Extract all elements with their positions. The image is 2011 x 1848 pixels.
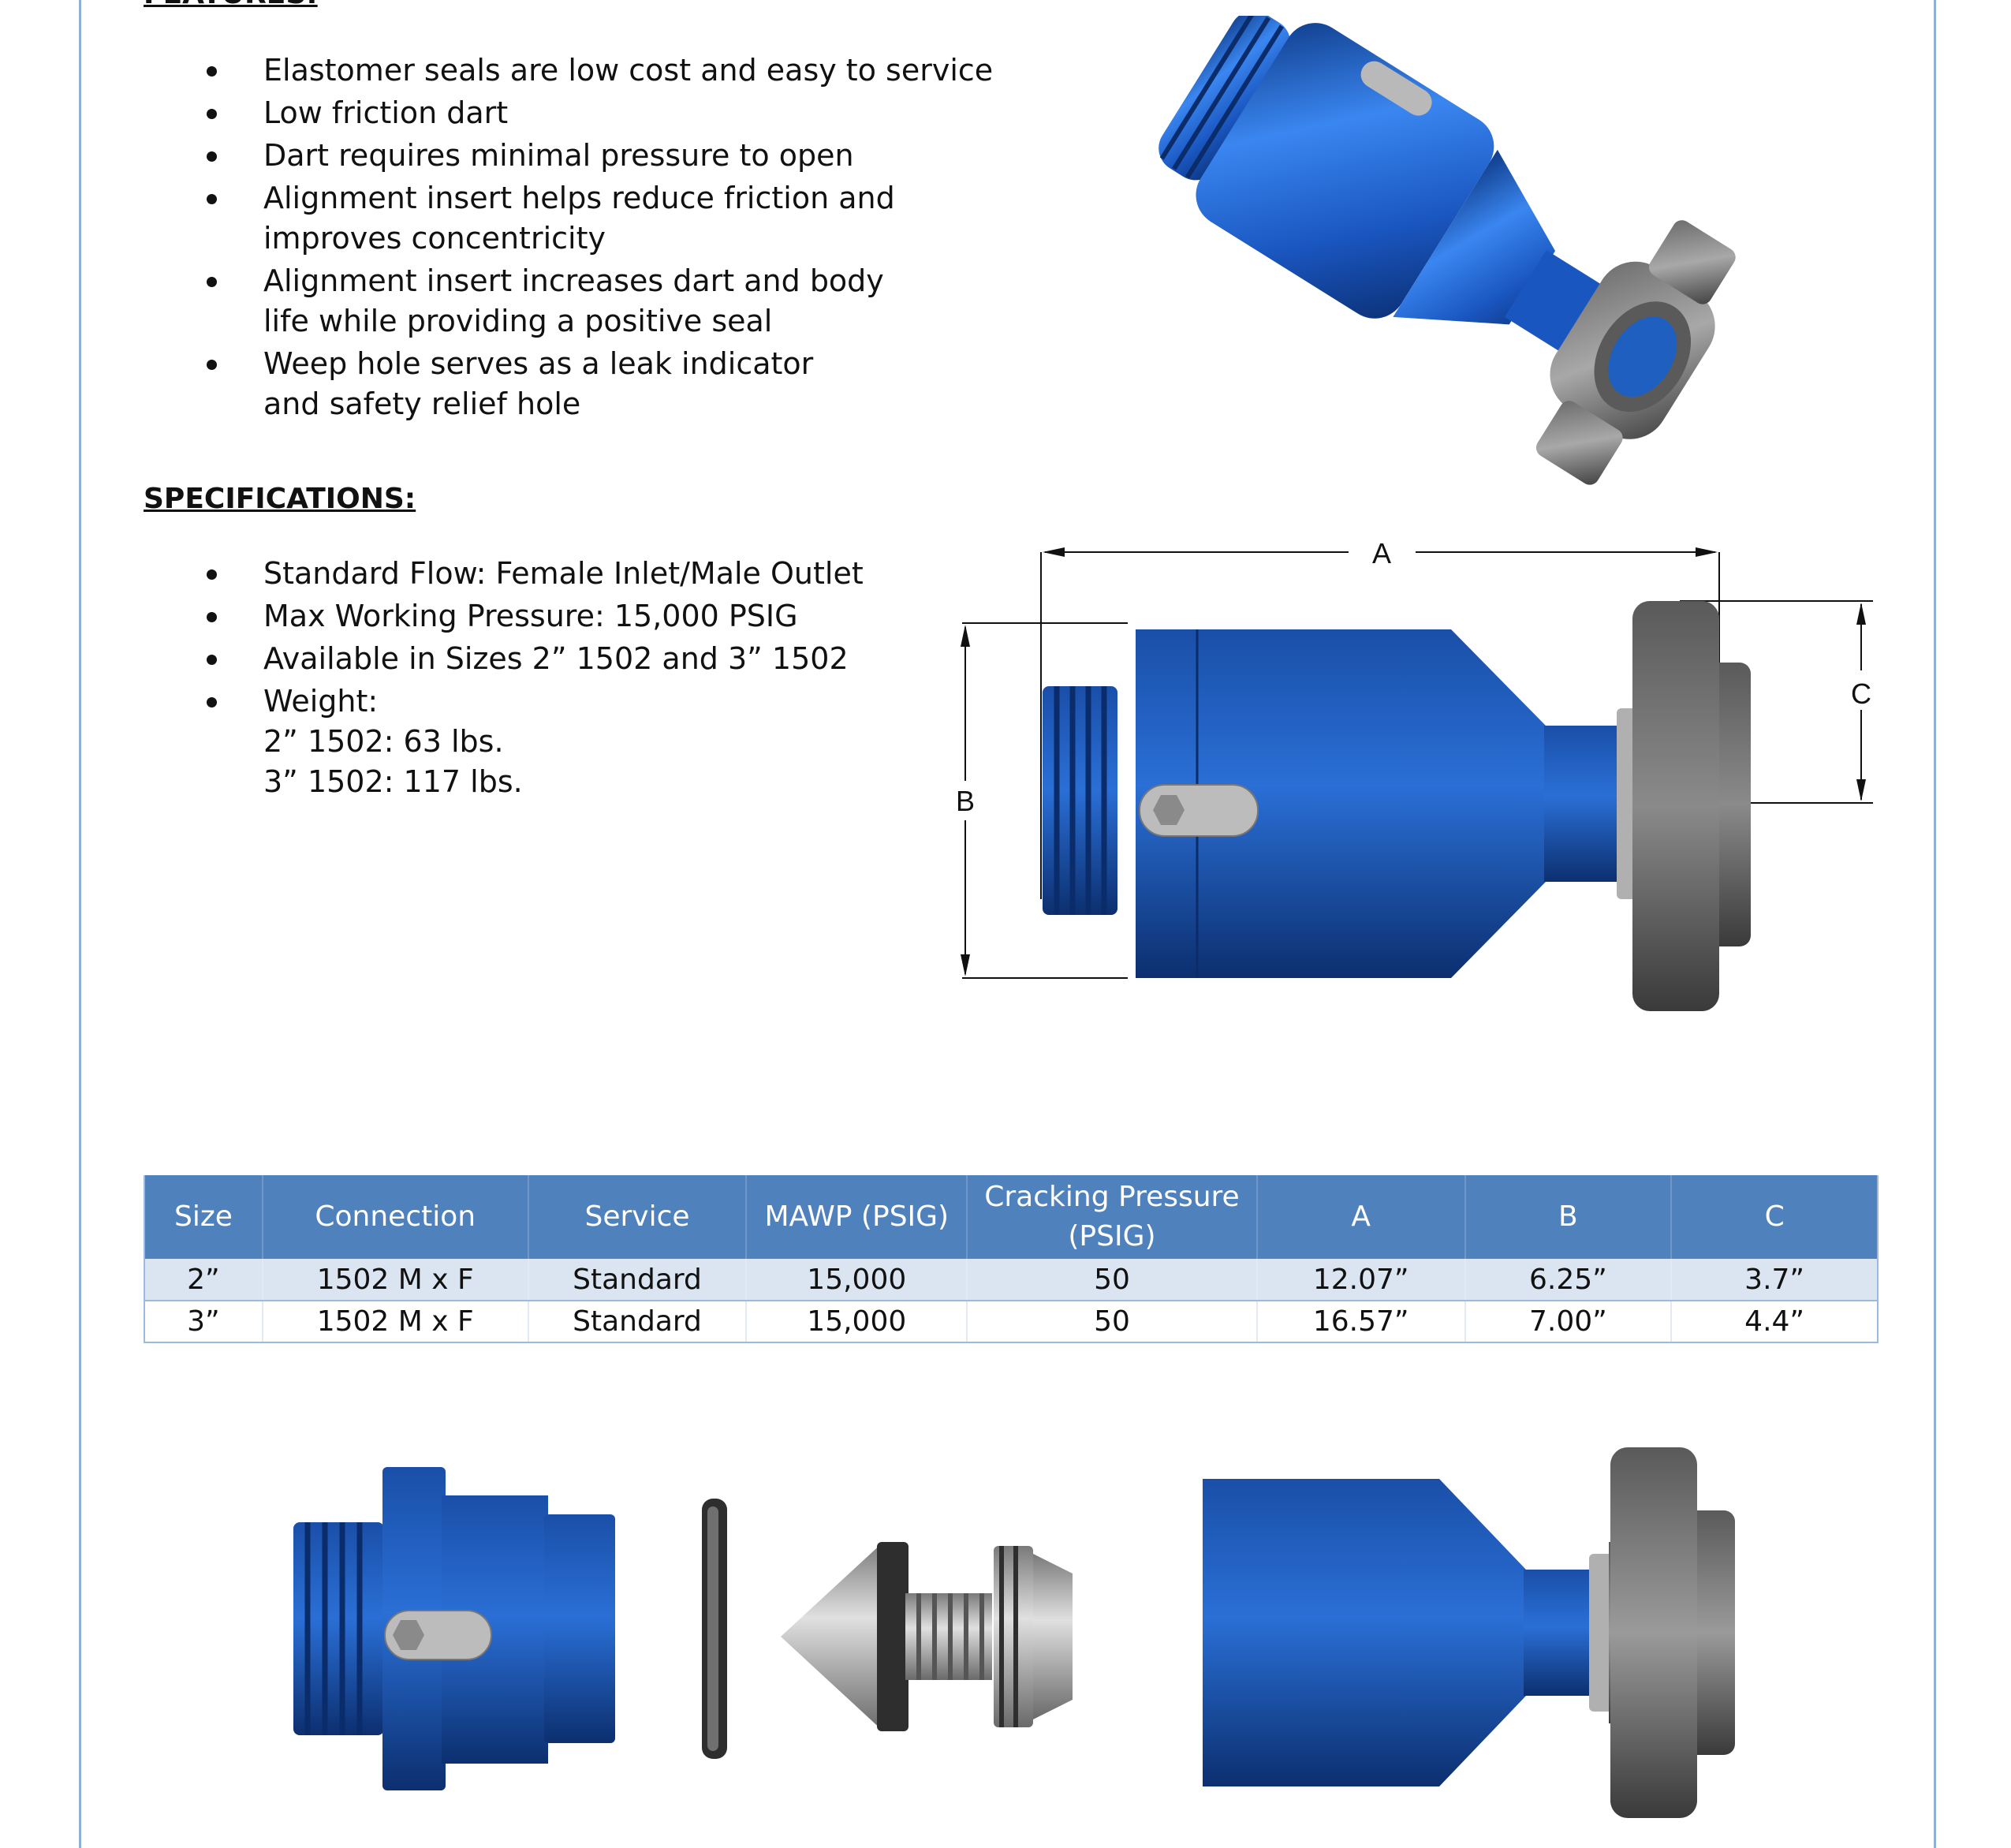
list-item: Weight: 2” 1502: 63 lbs. 3” 1502: 117 lb… <box>144 681 995 802</box>
table-header-mawp: MAWP (PSIG) <box>746 1175 968 1259</box>
specifications-heading: SPECIFICATIONS: <box>144 483 416 515</box>
list-item: Elastomer seals are low cost and easy to… <box>144 50 995 91</box>
valve-isometric-image <box>1158 16 1736 485</box>
list-item: Low friction dart <box>144 93 995 133</box>
specifications-list: Standard Flow: Female Inlet/Male Outlet … <box>144 554 995 805</box>
table-row: 2” 1502 M x F Standard 15,000 50 12.07” … <box>144 1259 1878 1301</box>
page-frame-right <box>1934 0 1936 1848</box>
list-item: Weep hole serves as a leak indicator and… <box>144 344 869 424</box>
list-item: Alignment insert increases dart and body… <box>144 261 932 342</box>
table-cell: 3.7” <box>1671 1259 1878 1301</box>
dimension-label-a: A <box>1372 537 1391 569</box>
table-cell: Standard <box>528 1259 748 1301</box>
list-item: Standard Flow: Female Inlet/Male Outlet <box>144 554 995 594</box>
weight-2in: 2” 1502: 63 lbs. <box>263 724 504 759</box>
table-cell: 1502 M x F <box>262 1301 529 1343</box>
list-item: Dart requires minimal pressure to open <box>144 136 995 176</box>
table-cell: 1502 M x F <box>262 1259 529 1301</box>
valve-spec-table: Size Connection Service MAWP (PSIG) Crac… <box>144 1175 1879 1343</box>
list-item: Available in Sizes 2” 1502 and 3” 1502 <box>144 639 995 679</box>
valve-exploded-view-image <box>293 1447 1735 1818</box>
table-cell: 50 <box>967 1301 1258 1343</box>
table-cell: 2” <box>144 1259 263 1301</box>
table-header-b: B <box>1464 1175 1673 1259</box>
table-header-c: C <box>1671 1175 1878 1259</box>
weight-3in: 3” 1502: 117 lbs. <box>263 764 523 799</box>
table-cell: Standard <box>528 1301 748 1343</box>
table-cell: 50 <box>967 1259 1258 1301</box>
table-cell: 15,000 <box>746 1301 968 1343</box>
table-cell: 7.00” <box>1464 1301 1673 1343</box>
weight-label: Weight: <box>263 684 379 719</box>
table-cell: 4.4” <box>1671 1301 1878 1343</box>
table-cell: 6.25” <box>1464 1259 1673 1301</box>
table-cell: 15,000 <box>746 1259 968 1301</box>
list-item: Alignment insert helps reduce friction a… <box>144 178 932 259</box>
table-cell: 16.57” <box>1256 1301 1466 1343</box>
table-header-a: A <box>1256 1175 1466 1259</box>
list-item: Max Working Pressure: 15,000 PSIG <box>144 596 995 637</box>
table-header-size: Size <box>144 1175 263 1259</box>
table-cell: 3” <box>144 1301 263 1343</box>
page-frame-left <box>79 0 81 1848</box>
table-cell: 12.07” <box>1256 1259 1466 1301</box>
table-row: 3” 1502 M x F Standard 15,000 50 16.57” … <box>144 1301 1878 1343</box>
dimension-label-b: B <box>956 785 975 817</box>
valve-dimension-drawing: A B C <box>956 537 1873 1011</box>
table-header-service: Service <box>528 1175 748 1259</box>
dimension-label-c: C <box>1851 678 1871 710</box>
features-heading: FEATURES: <box>144 0 318 10</box>
table-header-cracking-pressure: Cracking Pressure (PSIG) <box>967 1175 1258 1259</box>
features-list: Elastomer seals are low cost and easy to… <box>144 50 995 427</box>
table-header-connection: Connection <box>262 1175 529 1259</box>
